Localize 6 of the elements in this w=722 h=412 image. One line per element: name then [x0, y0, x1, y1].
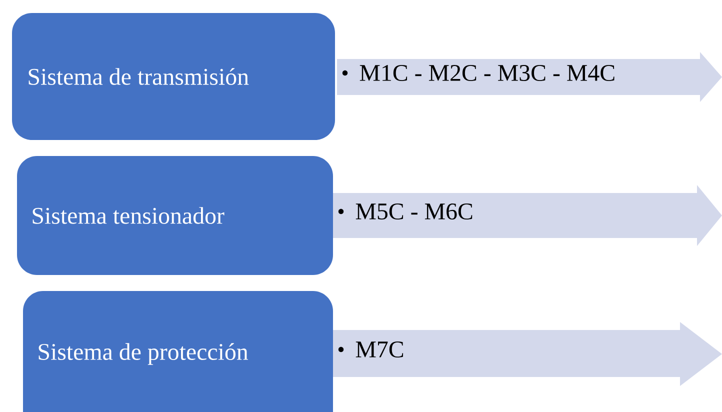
system-box: Sistema de protección [23, 291, 333, 412]
system-box: Sistema tensionador [17, 156, 333, 275]
arrow-band: M1C - M2C - M3C - M4C [337, 52, 722, 102]
system-box: Sistema de transmisión [12, 13, 335, 140]
arrow-band: M5C - M6C [333, 185, 722, 246]
arrow-band: M7C [333, 322, 722, 386]
